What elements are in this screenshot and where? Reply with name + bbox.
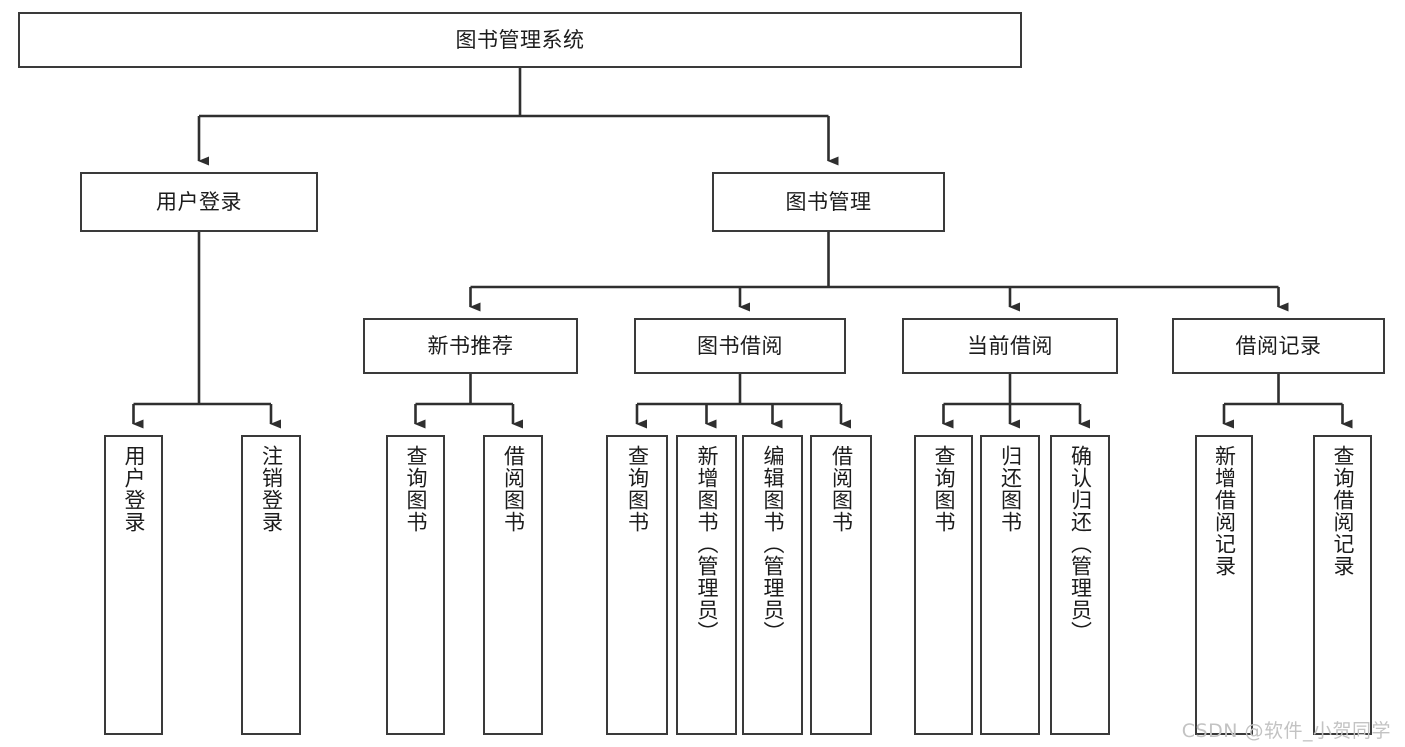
node-label: 图书借阅 [697,333,783,358]
node-book-borrow[interactable]: 图书借阅 [634,318,846,374]
node-leaf-query-book-3[interactable]: 查询图书 [914,435,973,735]
node-root[interactable]: 图书管理系统 [18,12,1022,68]
node-label: 图书管理系统 [455,27,585,52]
node-leaf-edit-book-admin[interactable]: 编辑图书（管理员） [742,435,803,735]
node-label: 借阅图书 [829,445,854,533]
node-label: 查询图书 [403,445,428,533]
node-user-login[interactable]: 用户登录 [80,172,318,232]
node-label: 查询借阅记录 [1330,445,1355,577]
node-leaf-query-borrow-record[interactable]: 查询借阅记录 [1313,435,1372,735]
node-label: 用户登录 [121,445,146,533]
node-borrow-record[interactable]: 借阅记录 [1172,318,1385,374]
node-leaf-confirm-return-admin[interactable]: 确认归还（管理员） [1050,435,1110,735]
node-leaf-query-book-2[interactable]: 查询图书 [606,435,668,735]
node-label: 当前借阅 [967,333,1053,358]
node-leaf-borrow-book-2[interactable]: 借阅图书 [810,435,872,735]
node-label: 注销登录 [259,445,284,533]
node-label: 借阅记录 [1235,333,1322,358]
node-label: 借阅图书 [501,445,526,533]
node-new-book-recommend[interactable]: 新书推荐 [363,318,578,374]
node-book-manage[interactable]: 图书管理 [712,172,945,232]
node-leaf-add-book-admin[interactable]: 新增图书（管理员） [676,435,737,735]
node-label: 图书管理 [785,189,872,214]
node-label: 新增借阅记录 [1212,445,1237,577]
node-label: 查询图书 [625,445,650,533]
node-leaf-logout-login[interactable]: 注销登录 [241,435,301,735]
node-current-borrow[interactable]: 当前借阅 [902,318,1118,374]
node-label: 确认归还（管理员） [1068,445,1093,643]
node-leaf-return-book[interactable]: 归还图书 [980,435,1040,735]
node-label: 新书推荐 [427,333,514,358]
node-label: 新增图书（管理员） [694,445,719,643]
node-leaf-add-borrow-record[interactable]: 新增借阅记录 [1195,435,1253,735]
csdn-watermark: CSDN @软件_小贺同学 [1181,720,1391,742]
node-label: 查询图书 [931,445,956,533]
node-leaf-query-book-1[interactable]: 查询图书 [386,435,445,735]
node-leaf-user-login[interactable]: 用户登录 [104,435,163,735]
node-leaf-borrow-book-1[interactable]: 借阅图书 [483,435,543,735]
node-label: 用户登录 [156,189,242,214]
node-label: 归还图书 [998,445,1023,533]
node-label: 编辑图书（管理员） [760,445,785,643]
